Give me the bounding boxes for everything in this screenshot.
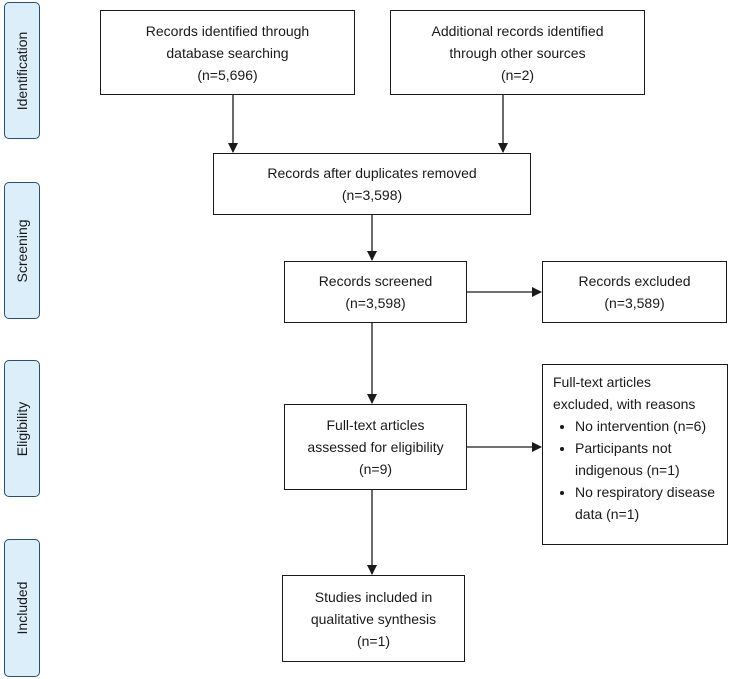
box-count: (n=3,598) — [341, 187, 403, 203]
box-line: Additional records identified — [431, 22, 604, 39]
reason-line: No intervention (n=6) — [575, 418, 707, 434]
box-heading: Full-text articles — [553, 374, 652, 390]
box-count: (n=3,598) — [345, 295, 406, 311]
box-count: (n=9) — [358, 461, 393, 477]
records-screened-box: Records screened (n=3,598) — [284, 261, 467, 323]
box-line: qualitative synthesis — [310, 610, 437, 627]
box-count: (n=5,696) — [197, 66, 258, 83]
box-line: through other sources — [449, 44, 586, 61]
box-count: (n=2) — [500, 66, 535, 83]
box-line: Records screened — [318, 273, 433, 289]
box-line: Records after duplicates removed — [267, 165, 477, 181]
database-search-box: Records identified through database sear… — [100, 10, 355, 95]
exclusion-reason: No intervention (n=6) — [575, 415, 715, 437]
exclusion-reason: No respiratory disease data (n=1) — [575, 481, 715, 525]
box-count: (n=1) — [356, 632, 391, 649]
reason-line: Participants not — [575, 440, 672, 456]
box-line: Studies included in — [314, 588, 433, 605]
box-line: Full-text articles — [326, 417, 425, 433]
box-heading: excluded, with reasons — [553, 396, 696, 412]
phase-screening: Screening — [4, 182, 40, 319]
fulltext-assessed-box: Full-text articles assessed for eligibil… — [284, 404, 467, 490]
duplicates-removed-box: Records after duplicates removed (n=3,59… — [213, 153, 531, 215]
phase-identification: Identification — [4, 2, 40, 139]
box-count: (n=3,589) — [604, 295, 665, 311]
box-line: Records excluded — [578, 273, 691, 289]
fulltext-excluded-box: Full-text articles excluded, with reason… — [542, 364, 728, 545]
other-sources-box: Additional records identified through ot… — [390, 10, 645, 95]
box-line: Records identified through — [145, 22, 310, 39]
exclusion-reason: Participants not indigenous (n=1) — [575, 437, 715, 481]
reason-line: indigenous (n=1) — [575, 462, 680, 478]
reason-line: data (n=1) — [575, 506, 640, 522]
box-line: assessed for eligibility — [307, 439, 444, 455]
box-line: database searching — [166, 44, 289, 61]
exclusion-reasons-list: No intervention (n=6) Participants not i… — [553, 415, 715, 525]
phase-eligibility: Eligibility — [4, 360, 40, 497]
records-excluded-box: Records excluded (n=3,589) — [542, 261, 727, 323]
studies-included-box: Studies included in qualitative synthesi… — [282, 575, 465, 662]
phase-included: Included — [4, 539, 40, 677]
reason-line: No respiratory disease — [575, 484, 716, 500]
